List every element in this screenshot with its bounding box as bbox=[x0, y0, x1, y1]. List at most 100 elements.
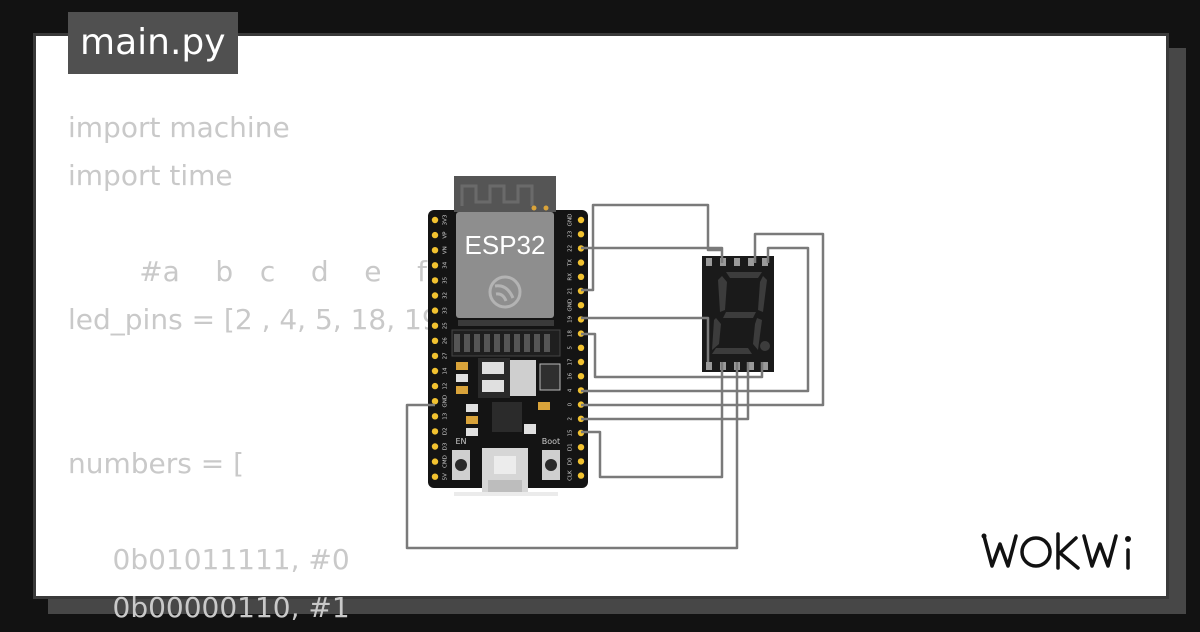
code-line: 0b01011111, #0 bbox=[68, 543, 350, 576]
pin-label: D1 bbox=[568, 443, 574, 451]
header-pin[interactable] bbox=[431, 247, 439, 254]
header-pin[interactable] bbox=[431, 231, 439, 239]
en-button[interactable] bbox=[452, 450, 470, 480]
display-segments bbox=[712, 272, 767, 354]
header-pin[interactable] bbox=[431, 277, 439, 284]
wire bbox=[581, 246, 810, 393]
header-pin[interactable] bbox=[577, 344, 585, 351]
header-pin[interactable] bbox=[431, 292, 439, 299]
code-line: 0b00000110, #1 bbox=[68, 591, 350, 624]
header-pin[interactable] bbox=[577, 216, 585, 224]
header-pin[interactable] bbox=[431, 322, 439, 329]
wire bbox=[581, 316, 710, 362]
header-pin[interactable] bbox=[577, 231, 585, 238]
wire bbox=[581, 246, 724, 263]
decimal-point bbox=[760, 341, 770, 351]
pin-label: VN bbox=[443, 246, 449, 254]
header-pin[interactable] bbox=[431, 473, 439, 480]
code-line: #a b c d e f bbox=[68, 255, 427, 288]
header-pin[interactable] bbox=[431, 382, 439, 390]
pin-label: GND bbox=[568, 214, 574, 227]
pin-label: 2 bbox=[568, 417, 574, 421]
pin-label: 18 bbox=[568, 330, 574, 337]
boot-button[interactable] bbox=[542, 450, 560, 480]
pin-label: 34 bbox=[443, 261, 449, 268]
wire bbox=[581, 362, 724, 479]
header-pin[interactable] bbox=[577, 444, 585, 451]
pin-label: 14 bbox=[443, 367, 449, 374]
wifi-module bbox=[456, 212, 554, 318]
header-pin[interactable] bbox=[431, 216, 439, 224]
pin-label: 0 bbox=[568, 402, 574, 406]
pin-label: 35 bbox=[443, 276, 449, 283]
pin-label: 19 bbox=[568, 315, 574, 322]
boot-label: Boot bbox=[542, 437, 560, 446]
code-editor: import machine import time #a b c d e f le… bbox=[68, 104, 440, 632]
wokwi-logo bbox=[981, 532, 1131, 570]
pin-label: CMD bbox=[443, 455, 449, 468]
pin-label: D2 bbox=[443, 428, 449, 436]
wire bbox=[581, 203, 722, 292]
header-pin[interactable] bbox=[431, 307, 439, 314]
wire bbox=[581, 362, 750, 421]
pin-label: 16 bbox=[568, 372, 574, 379]
pin-label: 26 bbox=[443, 337, 449, 344]
pin-label: 13 bbox=[443, 412, 449, 419]
pin-label: RX bbox=[568, 273, 574, 281]
header-pin[interactable] bbox=[577, 373, 585, 380]
seven-segment-display[interactable] bbox=[702, 256, 774, 372]
code-line: numbers = [ bbox=[68, 447, 245, 480]
code-line: led_pins = [2 , 4, 5, 18, 19 bbox=[68, 303, 440, 336]
pin-label: 5 bbox=[568, 346, 574, 350]
header-pin[interactable] bbox=[577, 302, 585, 309]
wires bbox=[405, 203, 825, 550]
pin-label: 33 bbox=[443, 307, 449, 314]
header-pin[interactable] bbox=[431, 398, 439, 405]
header-pin[interactable] bbox=[577, 273, 585, 280]
board-label: ESP32 bbox=[465, 230, 546, 260]
header-pin[interactable] bbox=[431, 367, 439, 375]
header-pin[interactable] bbox=[431, 428, 439, 435]
header-pin[interactable] bbox=[577, 259, 585, 266]
header-pin[interactable] bbox=[431, 352, 439, 360]
code-line: import time bbox=[68, 159, 233, 192]
esp32-board[interactable]: ESP32 EN Boot bbox=[428, 176, 588, 496]
pin-label: D0 bbox=[568, 457, 574, 465]
header-pin[interactable] bbox=[577, 458, 585, 465]
pin-label: VP bbox=[443, 231, 449, 239]
header-pin[interactable] bbox=[431, 262, 439, 269]
pin-label: 22 bbox=[568, 245, 574, 252]
wire bbox=[581, 332, 764, 379]
file-tab[interactable]: main.py bbox=[68, 12, 238, 74]
pin-label: 27 bbox=[443, 352, 449, 359]
header-pin[interactable] bbox=[431, 337, 439, 344]
pin-label: 21 bbox=[568, 288, 574, 295]
header-pin[interactable] bbox=[431, 458, 439, 465]
pin-label: 5V bbox=[443, 473, 449, 480]
code-line: import machine bbox=[68, 111, 290, 144]
pin-label: 25 bbox=[443, 322, 449, 329]
espressif-logo-icon bbox=[488, 275, 522, 309]
header-pin[interactable] bbox=[431, 413, 439, 420]
wire bbox=[581, 232, 825, 407]
pin-label: TX bbox=[568, 259, 574, 267]
pin-label: 17 bbox=[568, 358, 574, 365]
wire bbox=[405, 362, 739, 550]
header-pin[interactable] bbox=[577, 472, 585, 479]
pin-label: D3 bbox=[443, 442, 449, 450]
header-pin[interactable] bbox=[577, 358, 585, 366]
pin-label: 4 bbox=[568, 388, 574, 392]
pin-label: 23 bbox=[568, 230, 574, 237]
preview-card bbox=[33, 33, 1169, 599]
pin-label: GND bbox=[568, 299, 574, 312]
pin-label: CLK bbox=[568, 470, 574, 481]
header-pin[interactable] bbox=[431, 443, 439, 450]
pin-label: GND bbox=[443, 395, 449, 408]
pin-label: 32 bbox=[443, 292, 449, 299]
pin-label: 12 bbox=[443, 383, 449, 390]
pin-label: 3V3 bbox=[443, 214, 449, 225]
en-label: EN bbox=[455, 437, 466, 446]
